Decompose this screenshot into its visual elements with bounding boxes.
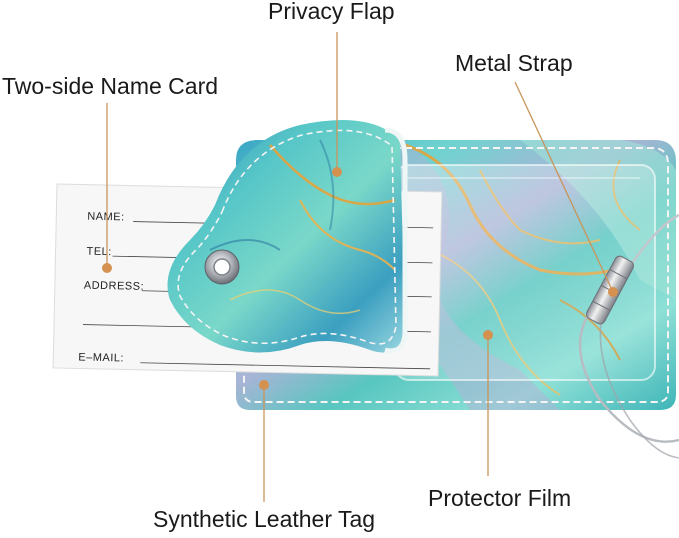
name-field-label: NAME:	[87, 211, 125, 224]
metal-strap-label: Metal Strap	[455, 50, 573, 76]
protector-film-marker	[483, 330, 493, 340]
email-field-label: E–MAIL:	[78, 351, 124, 364]
privacy-flap-label: Privacy Flap	[268, 0, 395, 24]
grommet-icon	[204, 249, 240, 285]
address-field-label: ADDRESS:	[84, 280, 144, 293]
name-card-marker	[102, 263, 112, 273]
protector-film-label: Protector Film	[428, 485, 572, 511]
privacy-flap	[167, 120, 408, 354]
metal-strap-marker	[608, 287, 618, 297]
leather-tag-marker	[259, 380, 269, 390]
tel-field-label: TEL:	[86, 246, 111, 259]
synthetic-leather-tag-label: Synthetic Leather Tag	[153, 506, 376, 532]
callout-lines	[102, 32, 618, 502]
two-side-name-card-label: Two-side Name Card	[2, 73, 219, 99]
privacy-flap-marker	[332, 167, 342, 177]
protector-film	[394, 164, 656, 381]
